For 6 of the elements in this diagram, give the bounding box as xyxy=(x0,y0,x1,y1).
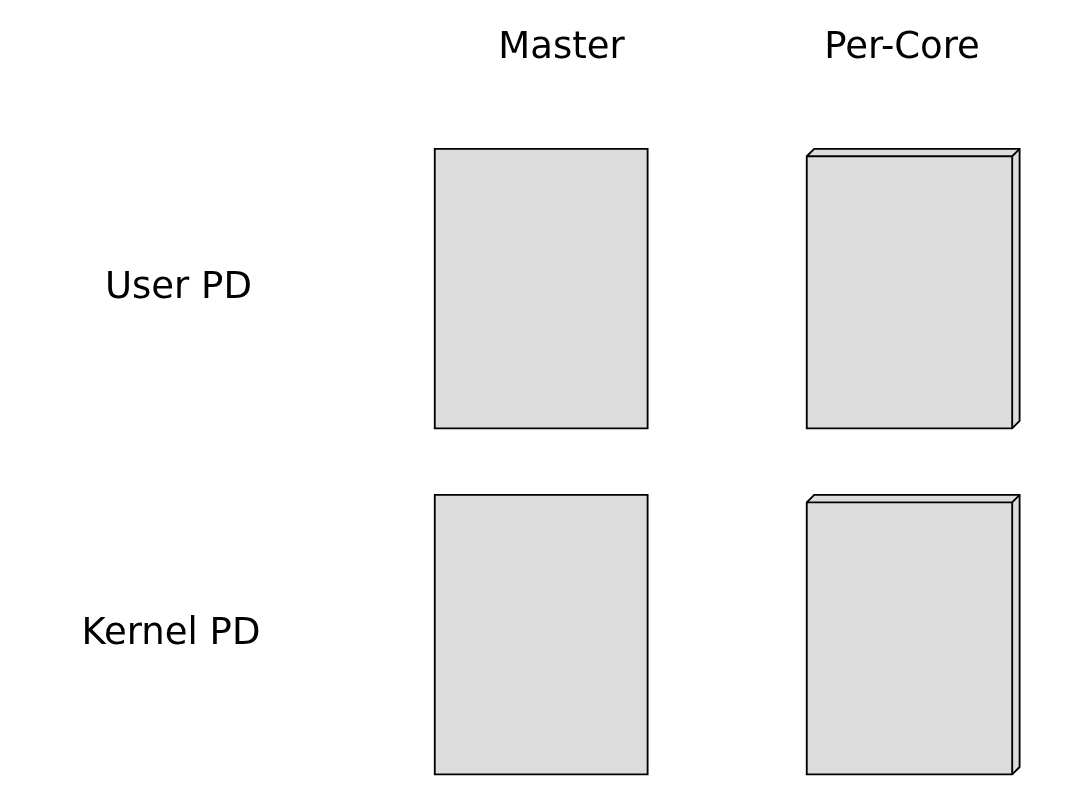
label: User PD xyxy=(104,263,252,307)
node-box xyxy=(433,147,649,430)
label: Per-Core xyxy=(823,24,980,68)
node-box xyxy=(433,494,649,776)
label: Master xyxy=(497,24,625,68)
label: Kernel PD xyxy=(81,609,260,653)
